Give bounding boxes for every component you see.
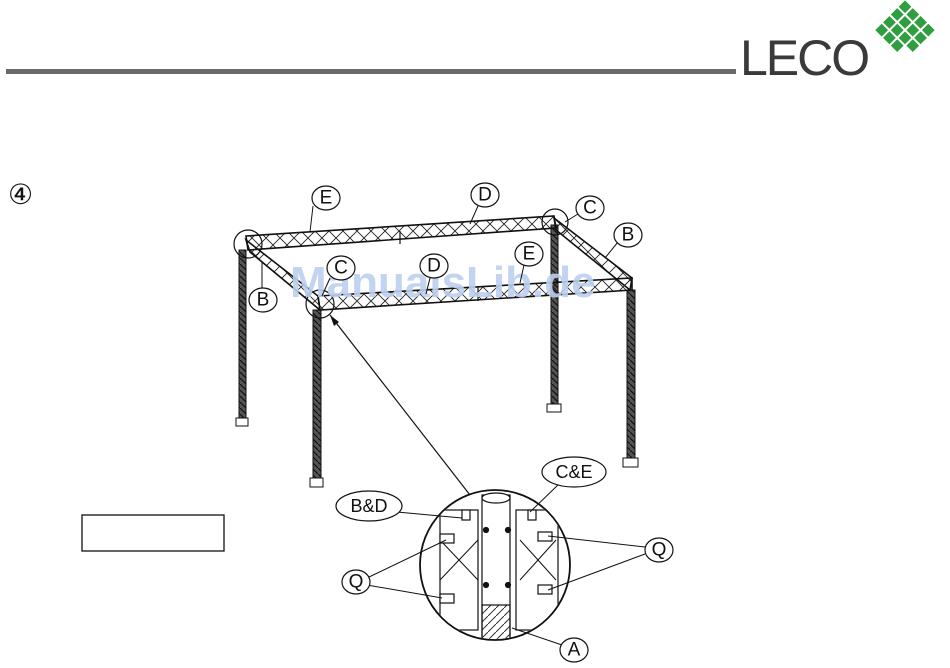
label-q-left: Q	[349, 572, 364, 593]
label-b-left: B	[257, 290, 270, 311]
callout-d-top: D	[470, 183, 499, 224]
label-a-bottom: A	[568, 640, 581, 661]
logo-diamond-grid-icon	[875, 0, 934, 59]
callout-b-and-d: B&D	[336, 491, 462, 521]
step-number: ④	[8, 178, 33, 211]
header-rule	[6, 69, 736, 74]
detail-leader-line	[330, 315, 470, 495]
logo-text: LECO	[740, 30, 868, 86]
brand-logo: LECO	[740, 0, 935, 86]
label-e-top: E	[320, 188, 333, 209]
label-c-right: C	[583, 198, 597, 219]
detail-magnifier	[420, 490, 570, 645]
callout-e-top: E	[310, 186, 340, 232]
label-d-top: D	[478, 185, 492, 206]
label-c-and-e: C&E	[555, 462, 592, 482]
label-b-right: B	[622, 225, 635, 246]
label-c-front: C	[334, 258, 348, 279]
label-e-front: E	[523, 244, 536, 265]
callout-c-right: C	[565, 196, 604, 222]
callout-c-and-e: C&E	[530, 457, 606, 512]
label-d-front: D	[427, 256, 441, 277]
note-box	[82, 515, 224, 551]
label-b-and-d: B&D	[350, 496, 387, 516]
label-q-right: Q	[652, 540, 667, 561]
callout-b-right: B	[605, 223, 642, 258]
